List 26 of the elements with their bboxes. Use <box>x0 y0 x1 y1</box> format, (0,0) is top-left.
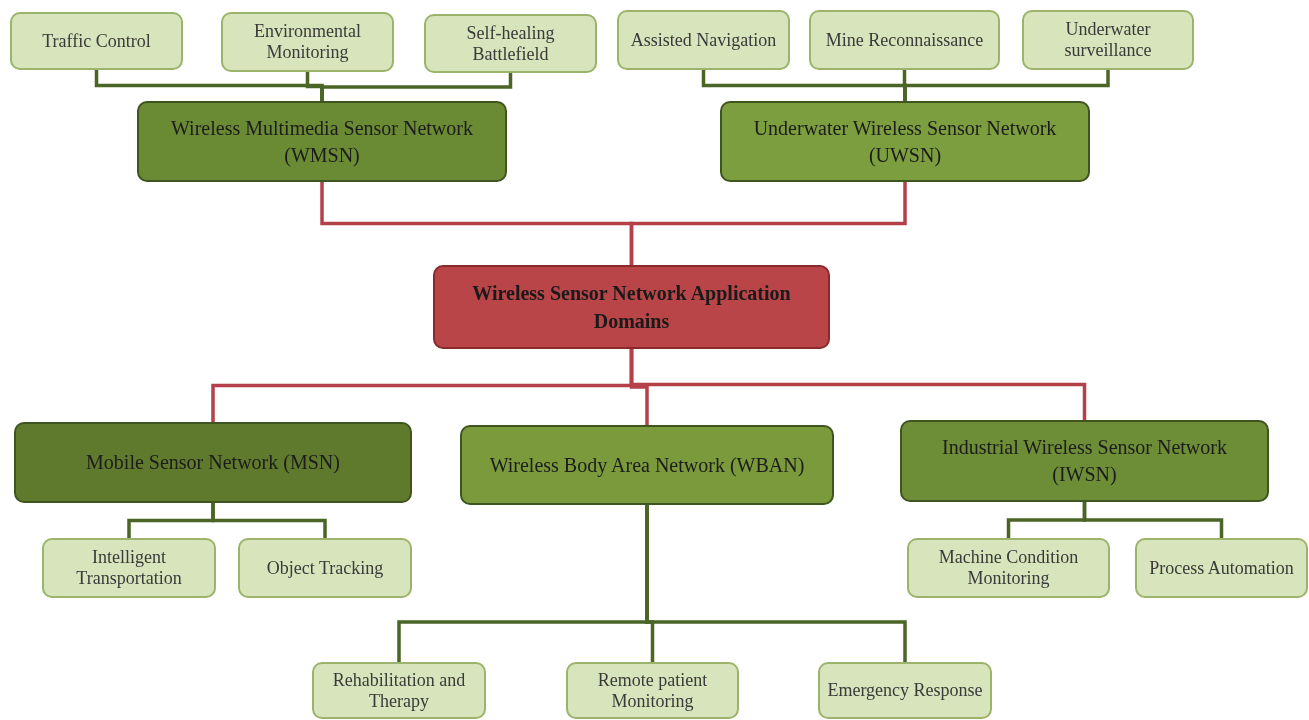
application-box: Process Automation <box>1135 538 1308 598</box>
network-type-box: Underwater Wireless Sensor Network (UWSN) <box>720 101 1090 182</box>
application-box: Object Tracking <box>238 538 412 598</box>
connector-line <box>645 505 907 662</box>
network-type-box: Wireless Multimedia Sensor Network (WMSN) <box>137 101 507 182</box>
application-box: Traffic Control <box>10 12 183 70</box>
root-box: Wireless Sensor Network Application Domains <box>433 265 830 349</box>
application-box: Rehabilitation and Therapy <box>312 662 486 719</box>
application-box: Mine Reconnaissance <box>809 10 1000 70</box>
application-box: Assisted Navigation <box>617 10 790 70</box>
application-box: Remote patient Monitoring <box>566 662 739 719</box>
connector-line <box>1082 502 1224 538</box>
network-type-box: Industrial Wireless Sensor Network (IWSN) <box>900 420 1269 502</box>
application-box: Intelligent Transportation <box>42 538 216 598</box>
application-box: Emergency Response <box>818 662 992 719</box>
connector-line <box>211 503 327 538</box>
connector-line <box>629 182 907 265</box>
application-box: Underwater surveillance <box>1022 10 1194 70</box>
network-type-box: Mobile Sensor Network (MSN) <box>14 422 412 503</box>
connector-line <box>320 73 513 101</box>
network-type-box: Wireless Body Area Network (WBAN) <box>460 425 834 505</box>
application-box: Self-healing Battlefield <box>424 14 597 73</box>
application-box: Environmental Monitoring <box>221 12 394 72</box>
connector-line <box>629 349 1087 420</box>
connector-line <box>903 70 1110 101</box>
application-box: Machine Condition Monitoring <box>907 538 1110 598</box>
